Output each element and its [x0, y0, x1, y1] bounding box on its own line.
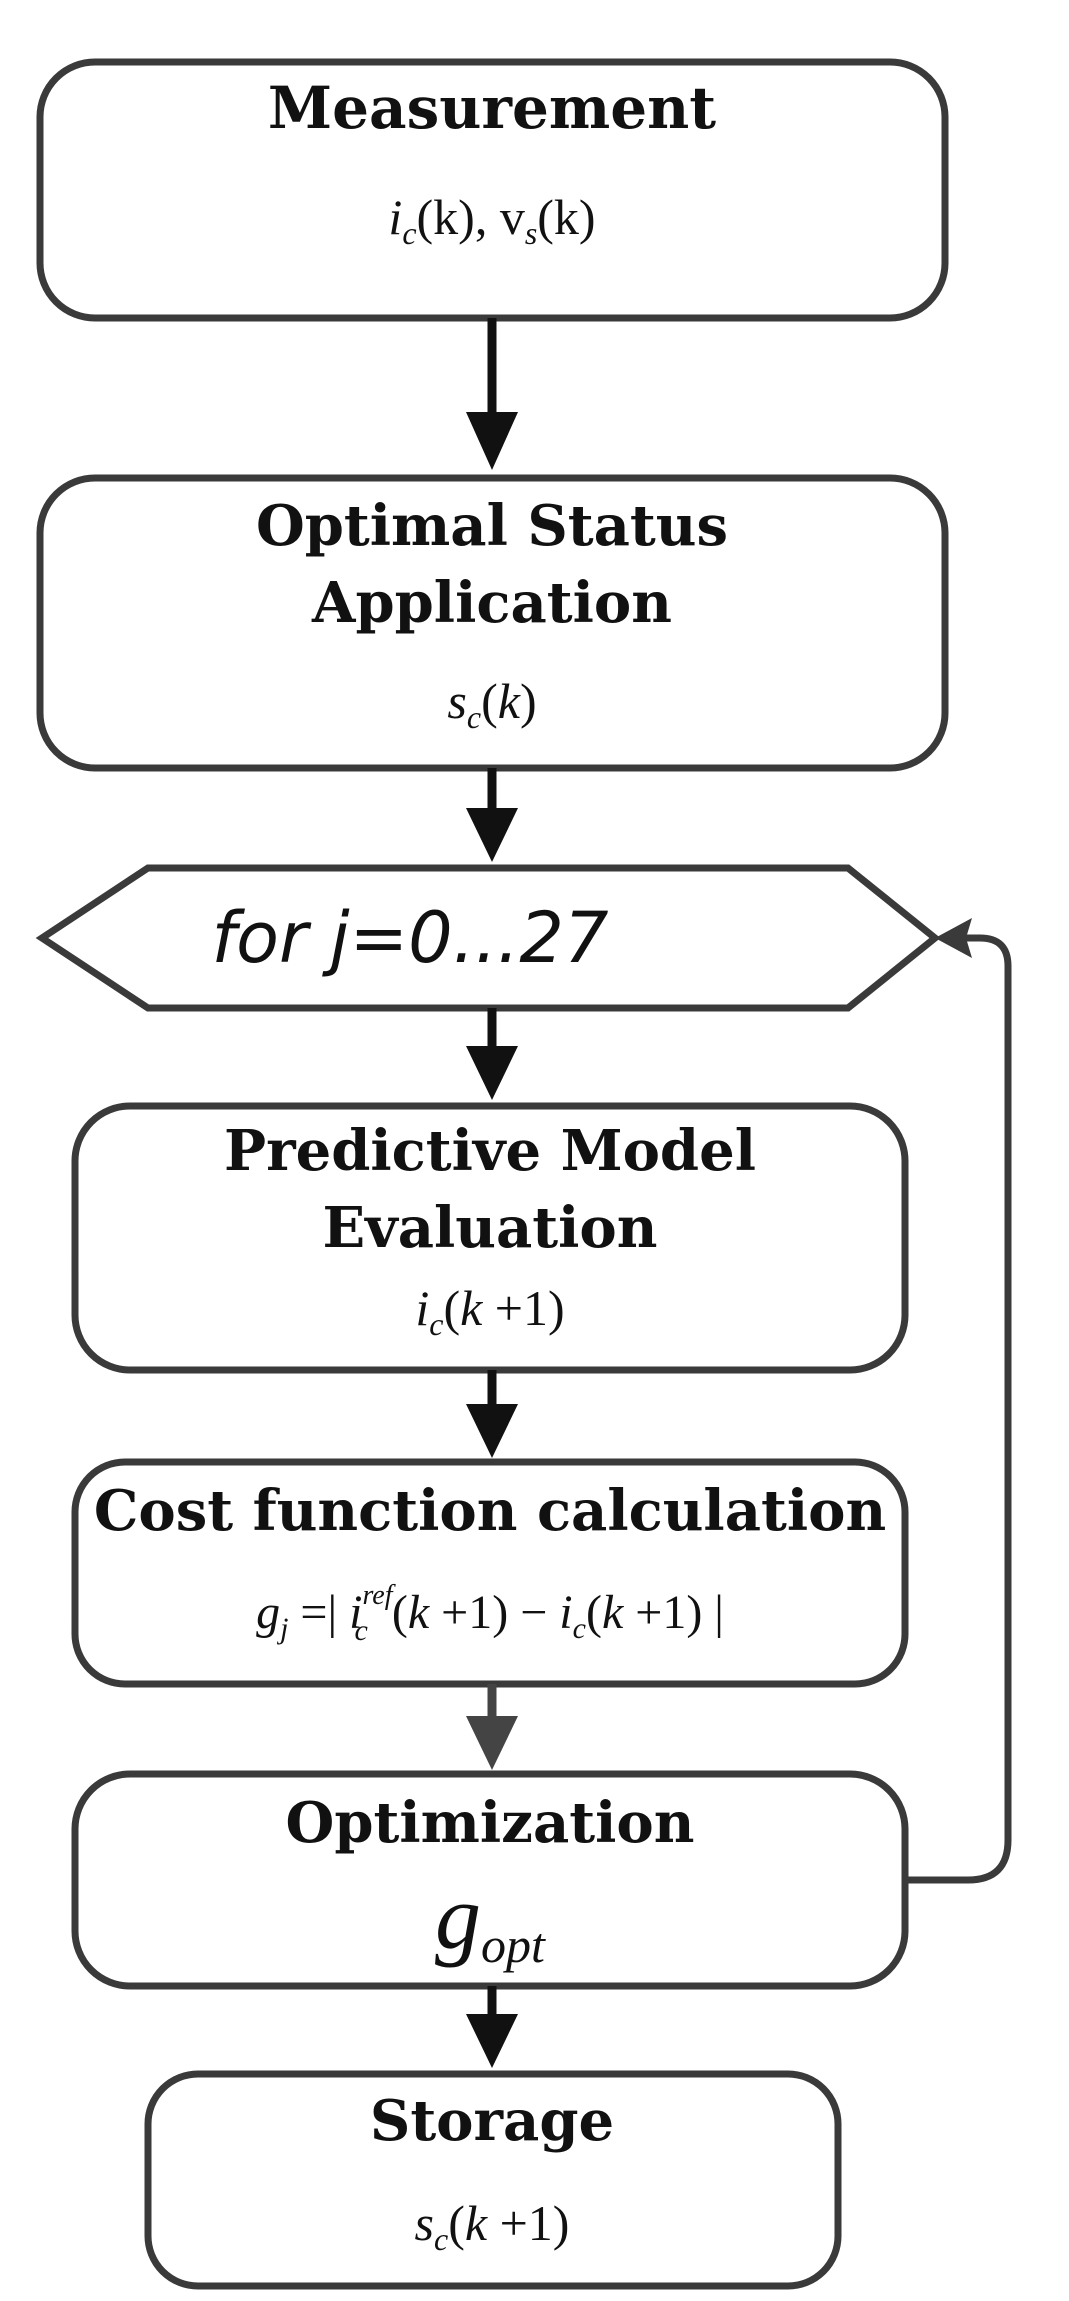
predictive-title-line1: Predictive Model: [224, 1118, 756, 1184]
storage-title: Storage: [370, 2088, 614, 2154]
node-storage: Storage sc(k +1): [144, 2070, 842, 2290]
predictive-formula: ic(k +1): [415, 1280, 564, 1342]
measurement-formula: ic(k), vs(k): [388, 189, 595, 251]
optimal-status-title-line2: Application: [311, 570, 672, 636]
arrow-loop-to-predictive: [466, 1008, 518, 1100]
node-optimization: Optimization gopt: [71, 1770, 909, 1990]
loop-back-connector: [905, 918, 1012, 1884]
optimal-status-title-line1: Optimal Status: [256, 493, 728, 559]
arrow-optimization-to-storage: [466, 1986, 518, 2068]
cost-title: Cost function calculation: [94, 1478, 886, 1544]
arrow-predictive-to-cost: [466, 1370, 518, 1458]
optimization-formula: gopt: [435, 1866, 546, 1973]
node-optimal-status: Optimal Status Application sc(k): [36, 474, 949, 772]
predictive-title-line2: Evaluation: [323, 1195, 658, 1261]
node-predictive: Predictive Model Evaluation ic(k +1): [71, 1102, 909, 1374]
loop-label: for j=0...27: [212, 897, 609, 979]
optimal-status-formula: sc(k): [447, 673, 536, 735]
arrow-measurement-to-status: [466, 318, 518, 470]
node-loop: for j=0...27: [35, 864, 941, 1012]
optimization-title: Optimization: [286, 1790, 695, 1856]
measurement-title: Measurement: [268, 74, 716, 142]
arrow-cost-to-optimization: [466, 1684, 518, 1770]
storage-formula: sc(k +1): [415, 2195, 570, 2257]
arrow-status-to-loop: [466, 768, 518, 862]
node-measurement: Measurement ic(k), vs(k): [36, 58, 949, 322]
